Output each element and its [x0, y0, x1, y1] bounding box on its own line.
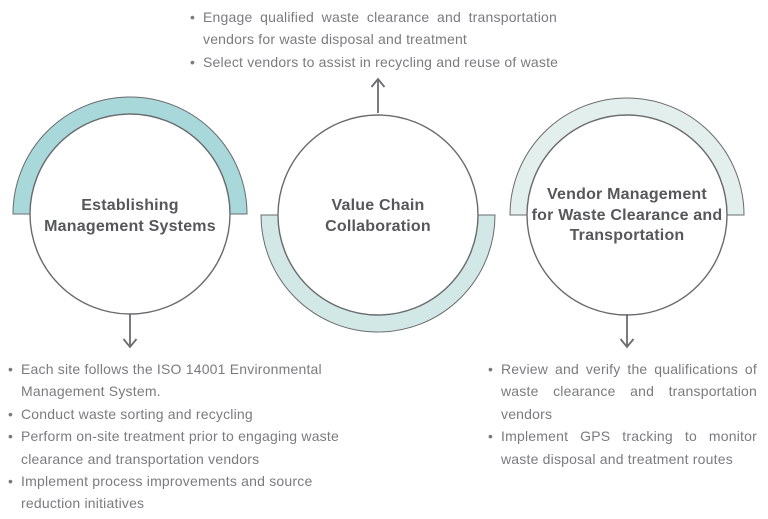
bullet-dot: • — [8, 473, 14, 490]
circle-title-line: Establishing — [81, 197, 179, 214]
bullet-dot: • — [190, 9, 196, 25]
list-item-line: reduction initiatives — [21, 495, 145, 512]
bullet-dot: • — [8, 361, 14, 377]
circle-title-line: Management Systems — [44, 217, 216, 235]
list-item-line: Implement GPS tracking to monitor — [501, 428, 757, 445]
list-item: • Review and verify the qualifications o… — [488, 358, 757, 425]
list-item-line: waste disposal and treatment routes — [501, 450, 733, 467]
list-item-line: clearance and transportation vendors — [21, 450, 260, 467]
circle-title-establishing-management-systems: Establishing Management Systems — [20, 196, 240, 237]
top-bullet-list: • Engage qualified waste clearance and t… — [190, 7, 559, 76]
circle-title-value-chain-collaboration: Value Chain Collaboration — [268, 196, 488, 237]
circle-title-line: Vendor Management — [547, 186, 707, 203]
list-item-line: Review and verify the qualifications of — [501, 361, 757, 377]
circle-title-line: for Waste Clearance and — [531, 206, 723, 224]
list-item-line: vendors for waste disposal and treatment — [203, 30, 468, 47]
circle-title-line: Transportation — [569, 227, 685, 244]
circle-title-vendor-management: Vendor Management for Waste Clearance an… — [517, 185, 737, 247]
bullet-dot: • — [488, 361, 494, 377]
list-item: • Select vendors to assist in recycling … — [190, 52, 559, 74]
list-item: • Engage qualified waste clearance and t… — [190, 7, 557, 50]
list-item-line: Engage qualified waste clearance and tra… — [203, 9, 557, 25]
left-down-arrow — [122, 314, 138, 349]
bottom-right-bullet-list: • Review and verify the qualifications o… — [488, 358, 757, 470]
list-item-line: Each site follows the ISO 14001 Environm… — [21, 361, 322, 377]
bullet-dot: • — [8, 405, 14, 422]
list-item: • Implement GPS tracking to monitor wast… — [488, 425, 757, 470]
list-item: • Each site follows the ISO 14001 Enviro… — [8, 358, 363, 403]
circle-title-line: Collaboration — [325, 217, 431, 235]
middle-circle — [277, 114, 479, 316]
list-item-line: Conduct waste sorting and recycling — [21, 405, 253, 422]
list-item: • Conduct waste sorting and recycling — [8, 403, 363, 425]
list-item-line: Perform on-site treatment prior to engag… — [21, 428, 339, 445]
up-arrow — [370, 77, 386, 113]
bullet-dot: • — [8, 428, 14, 445]
list-item: • Implement process improvements and sou… — [8, 470, 363, 515]
right-down-arrow — [619, 314, 635, 349]
list-item-line: vendors — [501, 405, 553, 422]
bullet-dot: • — [488, 428, 494, 445]
circle-title-line: Value Chain — [331, 197, 425, 214]
list-item-line: Management System. — [21, 383, 161, 400]
bullet-dot: • — [190, 54, 196, 70]
list-item-line: Select vendors to assist in recycling an… — [203, 54, 559, 70]
list-item: • Perform on-site treatment prior to eng… — [8, 425, 363, 470]
list-item-line: Implement process improvements and sourc… — [21, 473, 313, 490]
bottom-left-bullet-list: • Each site follows the ISO 14001 Enviro… — [8, 358, 363, 515]
list-item-line: waste clearance and transportation — [501, 383, 757, 400]
